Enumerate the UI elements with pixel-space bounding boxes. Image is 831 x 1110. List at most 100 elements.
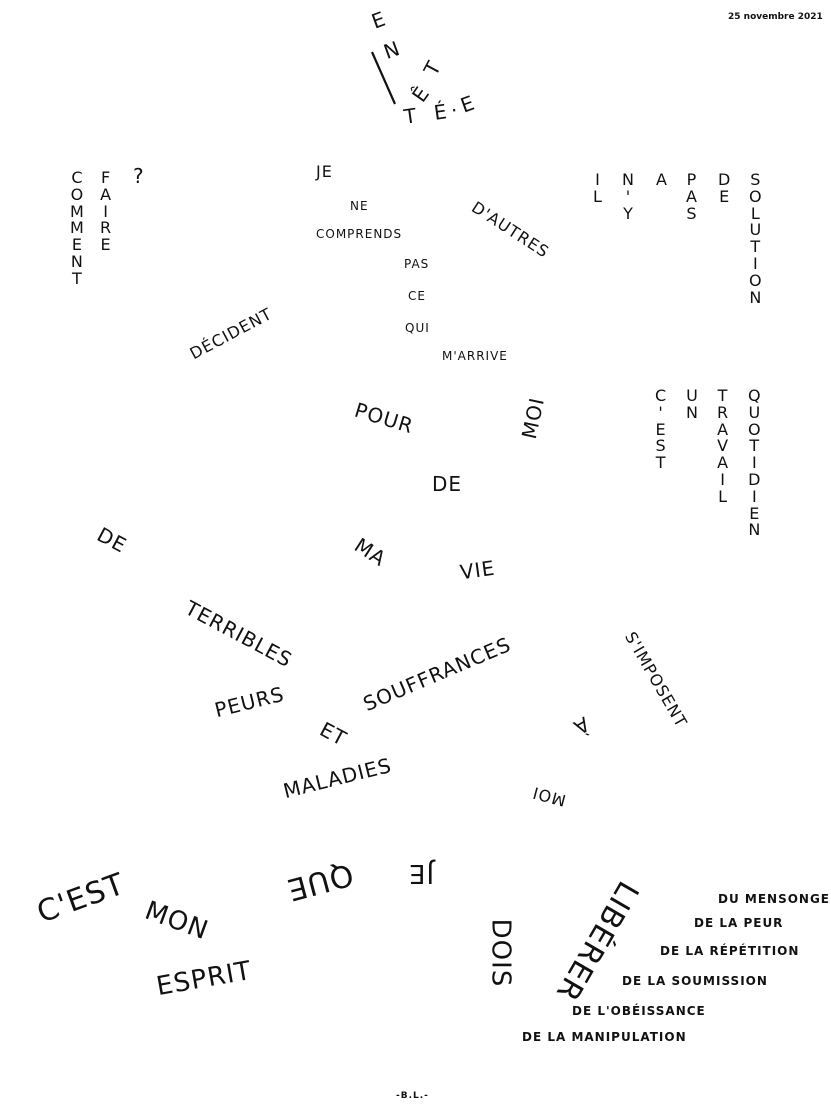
date: 25 novembre 2021 [728, 12, 823, 22]
word-mon: MON [140, 895, 213, 947]
letter: I [752, 253, 758, 273]
entete-letter: N [380, 35, 404, 65]
letter: T [655, 453, 666, 473]
word-de-1: DE [432, 472, 463, 496]
letter: M [70, 201, 84, 221]
word-simposent: S'IMPOSENT [621, 628, 692, 731]
letter: O [748, 419, 761, 439]
letter: A [717, 453, 729, 473]
letter: E [100, 235, 111, 255]
phrase-de-la-repetition: DE LA RÉPÉTITION [660, 944, 800, 958]
entete-letter: T [418, 56, 447, 80]
word-cest: C'EST [32, 866, 130, 931]
word-maladies: MALADIES [280, 752, 395, 804]
letter: V [717, 436, 729, 456]
word-esprit: ESPRIT [154, 955, 255, 1003]
letter: A [686, 186, 697, 206]
letter: N [622, 170, 634, 189]
word-et: ET [315, 717, 351, 751]
signature: -B.L.- [396, 1091, 429, 1101]
word-moi-1: MOI [516, 395, 550, 441]
letter: U [686, 386, 698, 405]
letter: A [100, 184, 112, 204]
word-vie: VIE [458, 555, 497, 585]
word-pas: PAS [404, 257, 430, 271]
letter: O [70, 184, 84, 204]
word-dautres: D'AUTRES [468, 197, 553, 262]
word-je: JE [316, 162, 333, 181]
entete-letter: E [368, 6, 390, 34]
word-qui: QUI [405, 321, 430, 335]
letter: T [750, 237, 761, 257]
word-dois: DOIS [485, 918, 516, 988]
letter: R [717, 402, 729, 422]
letter: E [71, 235, 82, 255]
word-ne: NE [350, 199, 369, 213]
word-je-2: JE [408, 858, 435, 888]
letter: ' [625, 186, 631, 206]
phrase-de-la-peur: DE LA PEUR [694, 916, 784, 930]
word-ny: N'Y [622, 170, 634, 222]
letter: L [718, 486, 728, 506]
letter: S [655, 436, 666, 456]
word-moi-2: MOI [529, 782, 568, 811]
letter: L [750, 203, 760, 223]
entete-letter: É [432, 99, 450, 125]
letter: N [749, 287, 762, 307]
word-de-2: DE [93, 522, 131, 558]
letter: O [749, 270, 762, 290]
word-comprends: COMPRENDS [316, 227, 403, 241]
letter: T [717, 386, 728, 405]
word-a: A [656, 170, 668, 189]
letter: E [655, 419, 666, 439]
letter: P [686, 170, 697, 189]
letter: E [749, 503, 760, 523]
phrase-du-mensonge: DU MENSONGE [718, 892, 830, 906]
letter: D [718, 170, 731, 189]
letter: D [748, 469, 761, 489]
word-ma: MA [350, 532, 391, 572]
word-peurs: PEURS [212, 681, 287, 723]
letter: T [72, 268, 82, 288]
word-decident: DÉCIDENT [186, 303, 276, 364]
letter: M [70, 218, 84, 238]
phrase-de-la-soumission: DE LA SOUMISSION [622, 974, 768, 988]
letter: T [749, 436, 760, 456]
entete-letter: E [457, 90, 479, 118]
phrase-de-lobeissance: DE L'OBÉISSANCE [572, 1004, 706, 1018]
word-ce: CE [408, 289, 426, 303]
letter: U [749, 220, 762, 240]
entete-letter: T [402, 103, 419, 129]
question-mark: ? [133, 164, 145, 188]
letter: I [720, 469, 725, 489]
letter: I [751, 486, 757, 506]
letter: A [717, 419, 729, 439]
letter: I [103, 201, 108, 221]
letter: C [71, 168, 83, 187]
letter: F [100, 168, 111, 187]
entete-letter: Ê [407, 81, 435, 107]
letter: I [595, 170, 600, 189]
word-souffrances: SOUFFRANCES [359, 632, 515, 716]
letter: ' [658, 402, 663, 422]
letter: S [686, 203, 697, 223]
letter: E [719, 186, 730, 206]
letter: O [749, 186, 762, 206]
entete-letter: · [449, 97, 460, 123]
phrase-de-la-manipulation: DE LA MANIPULATION [522, 1030, 687, 1044]
letter: R [100, 218, 112, 238]
letter: N [70, 251, 83, 271]
letter: Q [748, 386, 761, 405]
letter: L [593, 186, 602, 206]
word-terribles: TERRIBLES [181, 595, 297, 673]
letter: I [751, 453, 757, 473]
letter: N [686, 402, 698, 422]
